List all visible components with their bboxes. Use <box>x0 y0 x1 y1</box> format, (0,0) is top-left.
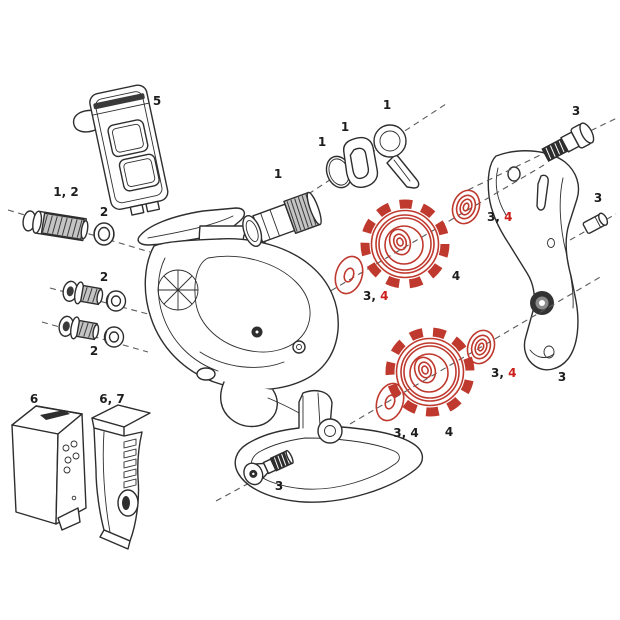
adjuster-nut-top <box>105 290 127 312</box>
pulley-top <box>360 199 450 289</box>
part-label-4b: 4 <box>445 425 453 439</box>
part-label-3a: 3 <box>572 104 580 118</box>
battery <box>11 405 87 531</box>
pulley-washer-top-right <box>451 189 481 225</box>
part-label-5: 5 <box>153 94 161 108</box>
part-label-3-4-d: 3, 4 <box>393 426 418 440</box>
part-labels: 5 1, 2 2 1 1 1 1 3 3 3, 4 3, 4 4 3, 4 3,… <box>30 94 602 493</box>
pulley-washer-top-left <box>334 255 364 295</box>
mount-bolt <box>22 210 89 242</box>
part-label-2c: 2 <box>90 344 98 358</box>
part-label-2a: 2 <box>100 205 108 219</box>
hook-washer <box>373 124 420 189</box>
b-axle-bolt <box>242 191 322 248</box>
plate-bearing-boss <box>530 291 554 315</box>
part-label-1c: 1 <box>341 120 349 134</box>
battery-contact-dots <box>62 440 80 501</box>
part-label-1d: 1 <box>383 98 391 112</box>
body-spring-detail <box>157 269 199 311</box>
part-label-3-4-b: 3, 4 <box>363 289 388 303</box>
adjuster-bolt-top <box>62 280 104 306</box>
part-label-3c: 3 <box>558 370 566 384</box>
pulley-washer-bottom-right <box>466 329 496 365</box>
part-label-3-4-a: 3, 4 <box>487 210 512 224</box>
part-label-1-2: 1, 2 <box>53 185 78 199</box>
adjuster-nut-bottom <box>103 326 125 348</box>
pulley-bolt <box>243 449 294 486</box>
cover-vents <box>123 438 137 489</box>
cage-bolt-top <box>541 122 595 163</box>
part-label-1a: 1 <box>274 167 282 181</box>
plate-top-hole <box>507 166 521 182</box>
part-label-4a: 4 <box>452 269 460 283</box>
band-washer <box>342 136 379 188</box>
cage-pin <box>582 212 609 234</box>
battery-mount <box>72 84 169 216</box>
part-label-3d: 3 <box>275 479 283 493</box>
part-label-3b: 3 <box>594 191 602 205</box>
mount-nut <box>93 222 115 246</box>
battery-cover <box>91 404 151 550</box>
part-label-2b: 2 <box>100 270 108 284</box>
part-label-6: 6 <box>30 392 38 406</box>
part-label-1b: 1 <box>318 135 326 149</box>
part-label-6-7: 6, 7 <box>99 392 124 406</box>
plate-slot <box>536 174 549 211</box>
inner-cage-plate <box>234 390 423 503</box>
pulley-bottom <box>385 327 475 417</box>
outer-cage-plate <box>487 150 580 371</box>
part-label-3-4-c: 3, 4 <box>491 366 516 380</box>
adjuster-bolt-bottom <box>58 315 100 341</box>
